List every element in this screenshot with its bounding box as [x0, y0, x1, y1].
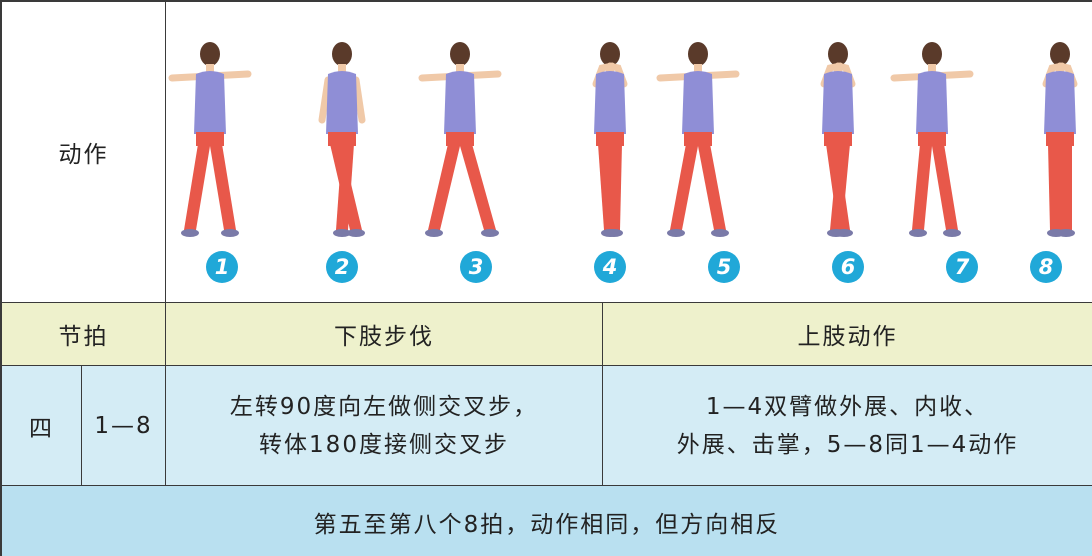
dancer-figure-7: [888, 34, 976, 244]
header-row: 节拍 下肢步伐 上肢动作: [2, 303, 1092, 366]
footer-row: 第五至第八个8拍，动作相同，但方向相反: [2, 486, 1092, 556]
footer-cell: 第五至第八个8拍，动作相同，但方向相反: [2, 486, 1092, 556]
dancer-figure-6: [794, 34, 882, 244]
figure-number-badge: 5: [708, 251, 740, 283]
upper-limbs-header: 上肢动作: [797, 324, 898, 350]
dancer-figure-2: [298, 34, 386, 244]
section-cell: 四: [2, 366, 82, 485]
action-label-cell: 动作: [2, 2, 166, 302]
dancer-figure-3: [416, 34, 504, 244]
figure-number-badge: 6: [832, 251, 864, 283]
figure-number-badge: 4: [594, 251, 626, 283]
section-number: 四: [29, 415, 54, 442]
figure-number-badge: 7: [946, 251, 978, 283]
lower-limbs-header: 下肢步伐: [334, 324, 434, 350]
dancer-figure-4: [566, 34, 654, 244]
data-row: 四 1—8 左转90度向左做侧交叉步， 转体180度接侧交叉步 1—4双臂做外展…: [2, 366, 1092, 486]
upper-limbs-cell: 1—4双臂做外展、内收、 外展、击掌，5—8同1—4动作: [603, 366, 1092, 485]
figure-number-badge: 2: [326, 251, 358, 283]
action-label: 动作: [58, 142, 109, 168]
action-row: 动作 1: [2, 2, 1092, 303]
lower-limbs-line-2: 转体180度接侧交叉步: [259, 431, 509, 458]
upper-limbs-header-cell: 上肢动作: [603, 303, 1092, 365]
figure-strip: 1 2: [166, 2, 1092, 302]
figure-number-badge: 1: [206, 251, 238, 283]
upper-limbs-line-1: 1—4双臂做外展、内收、: [705, 393, 990, 420]
beats-value: 1—8: [94, 412, 153, 439]
beats-cell: 1—8: [82, 366, 166, 485]
lower-limbs-header-cell: 下肢步伐: [166, 303, 603, 365]
figure-number-badge: 8: [1030, 251, 1062, 283]
beat-header-cell: 节拍: [2, 303, 166, 365]
figure-number-badge: 3: [460, 251, 492, 283]
lower-limbs-line-1: 左转90度向左做侧交叉步，: [229, 393, 539, 420]
dancer-figure-5: [654, 34, 742, 244]
upper-limbs-line-2: 外展、击掌，5—8同1—4动作: [676, 431, 1019, 458]
lower-limbs-cell: 左转90度向左做侧交叉步， 转体180度接侧交叉步: [166, 366, 603, 485]
footer-note: 第五至第八个8拍，动作相同，但方向相反: [313, 512, 781, 538]
dancer-figure-1: [166, 34, 254, 244]
dancer-figure-8: [1016, 34, 1092, 244]
beat-header: 节拍: [58, 324, 109, 350]
